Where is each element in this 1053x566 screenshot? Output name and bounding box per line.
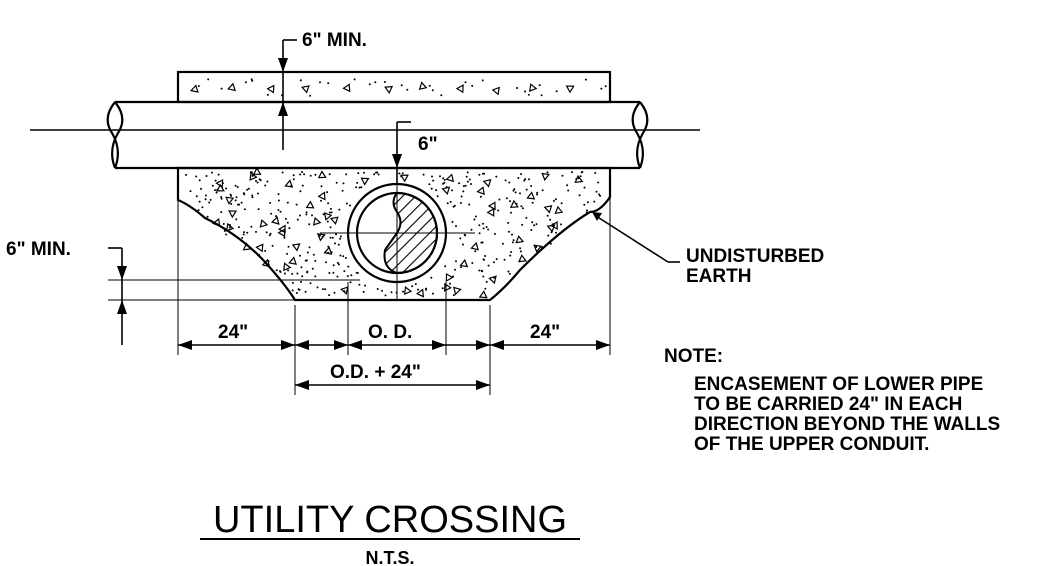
- left-extension-label: 24": [218, 322, 248, 343]
- od-plus-label: O.D. + 24": [330, 362, 421, 383]
- title-block: UTILITY CROSSING N.T.S.: [200, 499, 580, 566]
- lower-encasement: [176, 166, 612, 302]
- note-block: NOTE: ENCASEMENT OF LOWER PIPE TO BE CAR…: [664, 346, 1000, 455]
- lower-pipe-section: [320, 170, 475, 300]
- aggregate-bottom: [185, 167, 602, 299]
- upper-pipe: [30, 100, 700, 170]
- dim-horizontal: 24" O. D. 24" O.D. + 24": [177, 168, 611, 395]
- note-line: ENCASEMENT OF LOWER PIPE: [694, 374, 983, 395]
- note-line: TO BE CARRIED 24" IN EACH: [694, 394, 962, 415]
- note-line: DIRECTION BEYOND THE WALLS: [694, 414, 1000, 435]
- aggregate-top: [189, 78, 607, 97]
- dim-bottom-encasement: 6" MIN.: [6, 239, 360, 345]
- note-line: OF THE UPPER CONDUIT.: [694, 434, 929, 455]
- upper-encasement: [176, 70, 612, 104]
- undisturbed-line1: UNDISTURBED: [686, 246, 824, 267]
- undisturbed-line2: EARTH: [686, 266, 751, 287]
- note-heading: NOTE:: [664, 346, 723, 367]
- undisturbed-earth-callout: UNDISTURBED EARTH: [592, 212, 824, 287]
- right-extension-label: 24": [530, 322, 560, 343]
- lower-cover-label: 6": [418, 134, 438, 155]
- drawing-subtitle: N.T.S.: [365, 548, 414, 566]
- drawing-title: UTILITY CROSSING: [213, 499, 567, 541]
- upper-cover-label: 6" MIN.: [302, 30, 367, 51]
- dim-lower-cover: 6": [392, 121, 438, 184]
- bottom-encasement-label: 6" MIN.: [6, 239, 71, 260]
- dim-upper-cover: 6" MIN.: [278, 30, 367, 150]
- od-label: O. D.: [368, 322, 412, 343]
